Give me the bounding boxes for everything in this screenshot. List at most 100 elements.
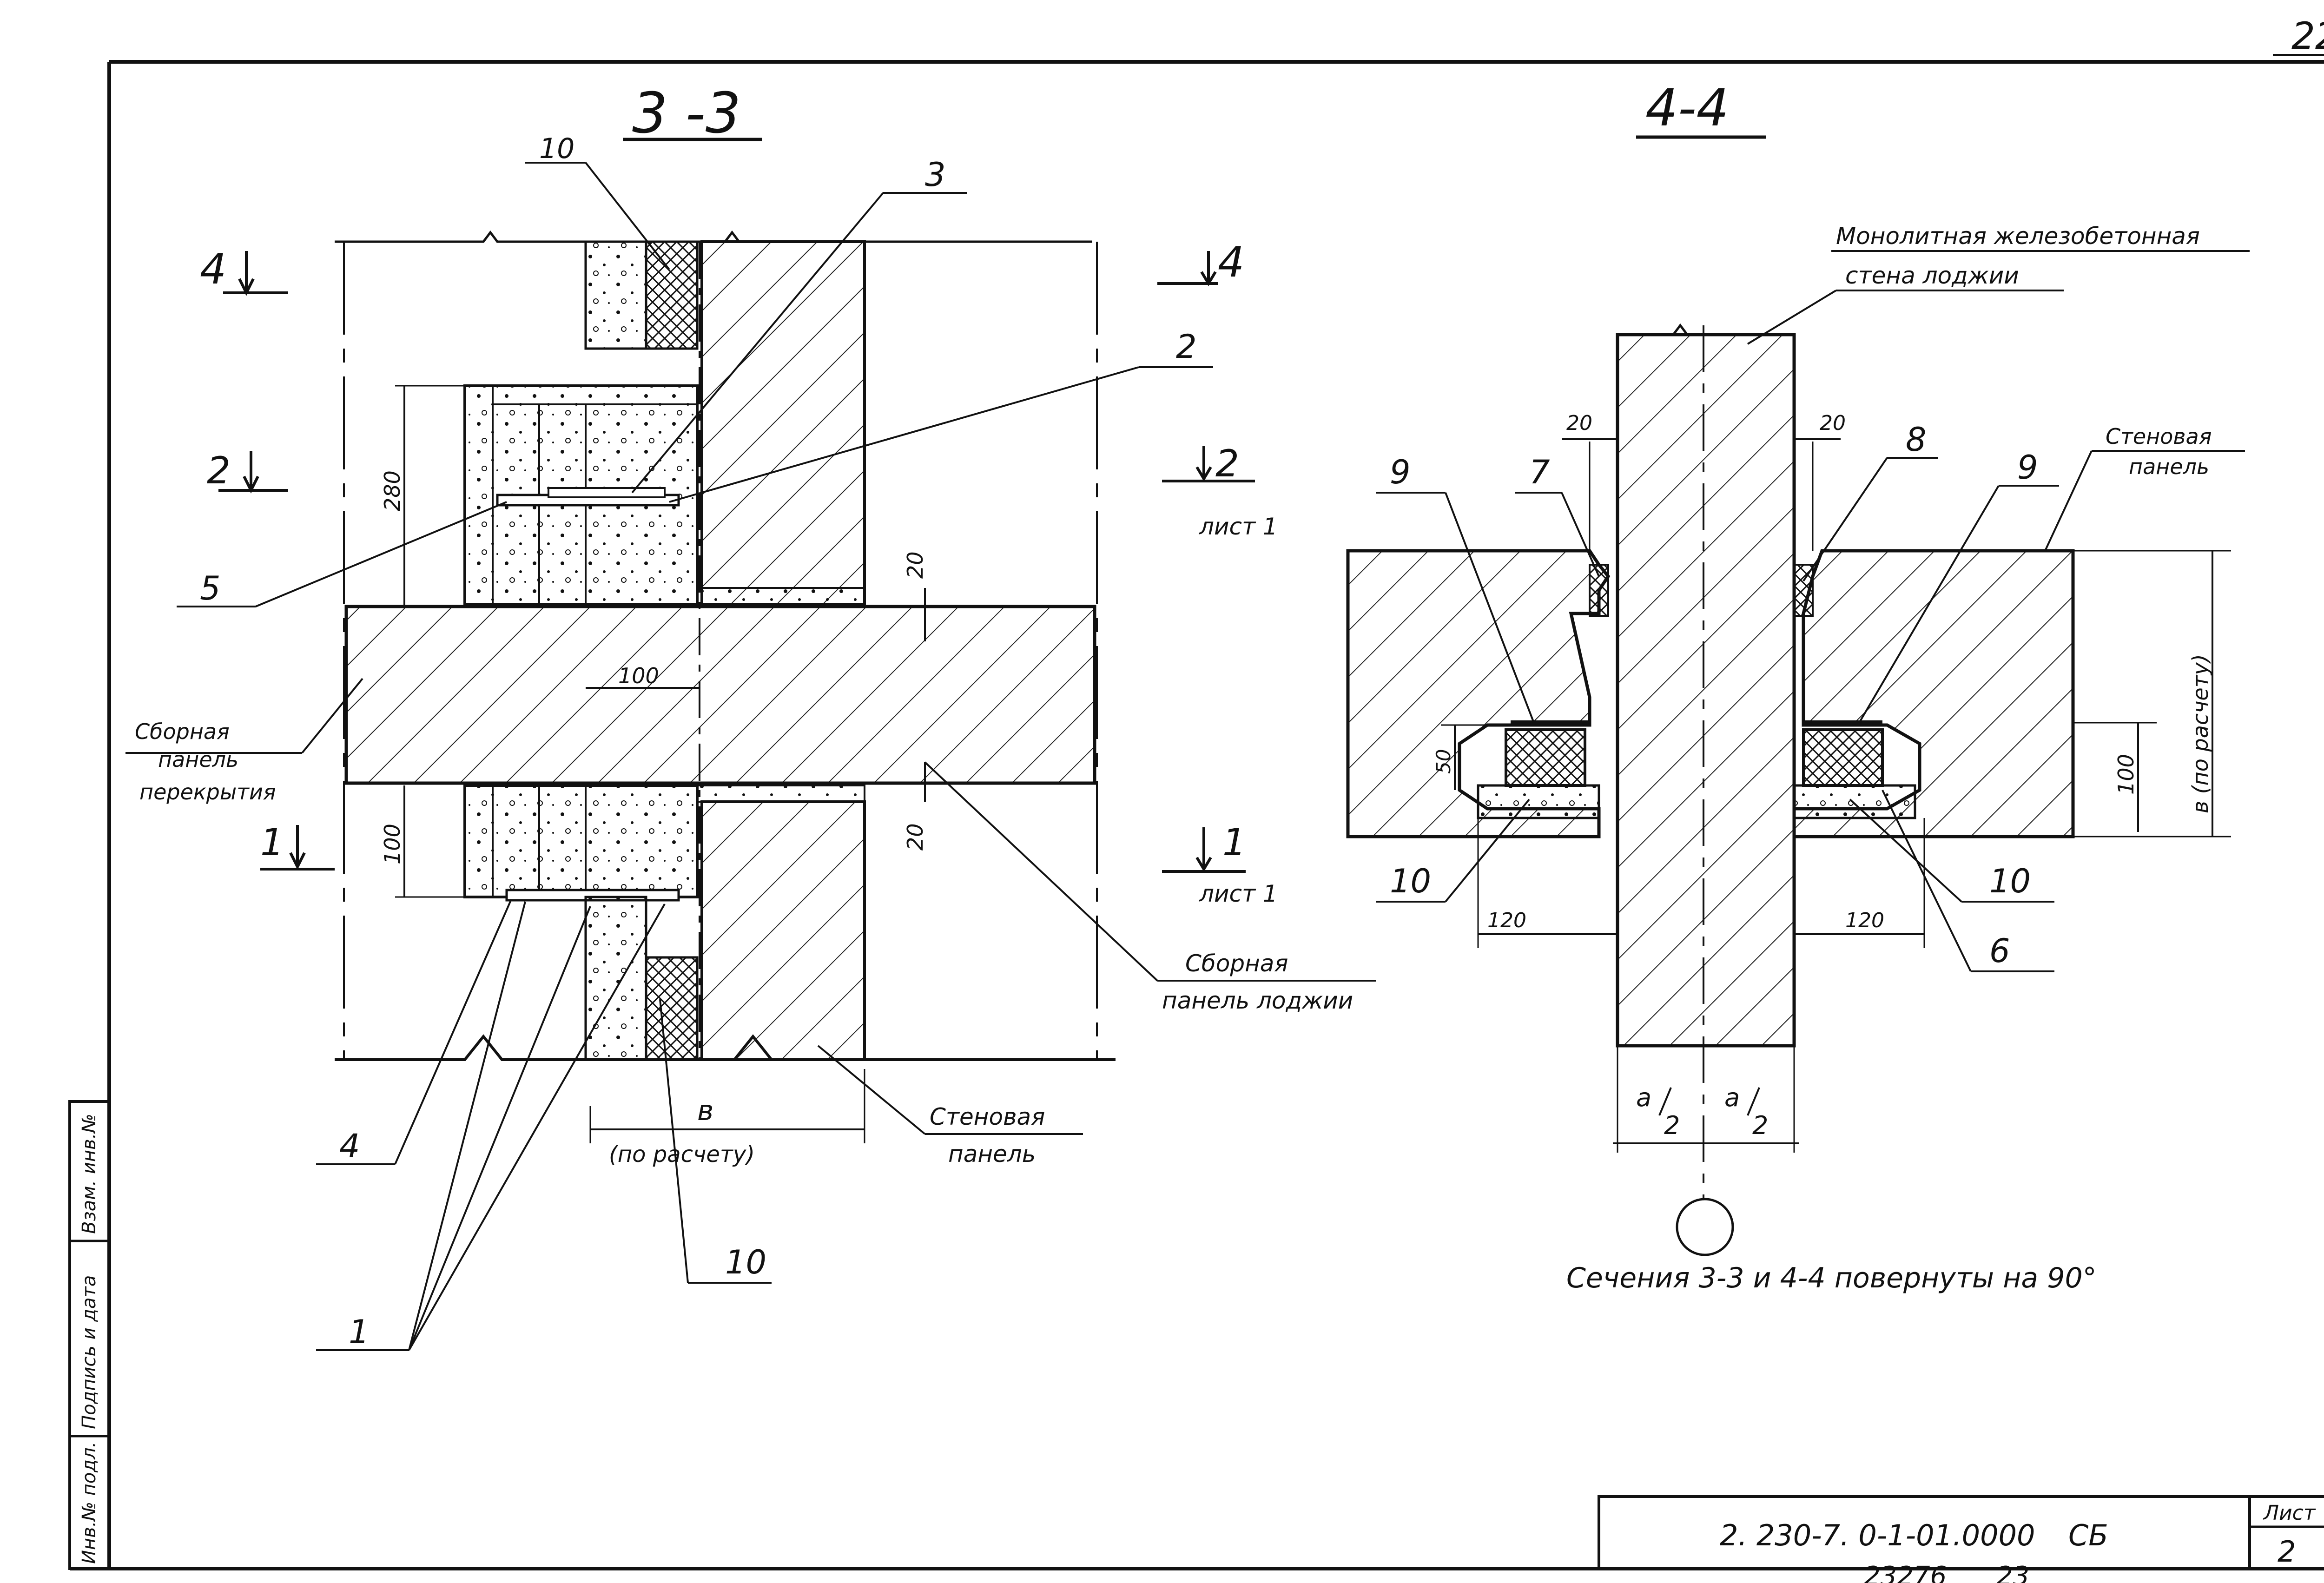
svg-text:1: 1	[349, 1313, 370, 1351]
section-44-title: 4-4	[1645, 78, 1729, 138]
svg-text:панель: панель	[948, 1141, 1036, 1167]
svg-text:10: 10	[1390, 862, 1431, 900]
upper-concrete-strip	[584, 240, 647, 350]
svg-text:6: 6	[1989, 932, 2010, 970]
callout-4: 4	[316, 899, 512, 1165]
callout-3: 3	[631, 156, 967, 494]
section-3-3: 3 -3	[125, 81, 1376, 1351]
rotation-note: Сечения 3-3 и 4-4 повернуты на 90°	[1566, 1262, 2097, 1294]
svg-text:в: в	[697, 1095, 713, 1127]
callout-9-right: 9	[1858, 449, 2059, 724]
left-mortar	[1477, 784, 1600, 819]
svg-text:5: 5	[200, 569, 221, 607]
svg-text:2: 2	[1752, 1111, 1768, 1140]
section-marker-1-left: 1	[260, 821, 335, 871]
svg-text:8: 8	[1906, 421, 1927, 459]
left-sealant	[1589, 564, 1609, 617]
drawing-code: 2. 230-7. 0-1-01.0000	[1720, 1518, 2035, 1552]
svg-text:1: 1	[260, 821, 284, 864]
svg-text:Сборная: Сборная	[1185, 950, 1288, 977]
svg-text:Стеновая: Стеновая	[2106, 424, 2212, 449]
stamp-podpis-data: Подпись и дата	[79, 1275, 100, 1429]
callout-7: 7	[1515, 453, 1600, 577]
svg-text:а: а	[1724, 1083, 1740, 1112]
label-wall-panel-44: Стеновая панель	[2044, 424, 2245, 551]
svg-text:100: 100	[380, 824, 405, 864]
svg-text:в (по расчету): в (по расчету)	[2188, 654, 2213, 813]
lower-insulation	[645, 956, 699, 1061]
sheet-number: 2	[2278, 1535, 2296, 1569]
svg-text:10: 10	[725, 1243, 766, 1281]
dim-20-lower: 20	[903, 762, 928, 851]
svg-text:Монолитная железобетонная: Монолитная железобетонная	[1836, 223, 2200, 250]
monolithic-wall	[1616, 333, 1796, 1048]
dim-50: 50	[1432, 724, 1506, 790]
stamp-inv-podl: Инв.№ подл.	[79, 1442, 100, 1564]
svg-text:120: 120	[1487, 909, 1526, 932]
svg-text:Стеновая: Стеновая	[930, 1103, 1045, 1130]
left-insulation	[1505, 728, 1586, 787]
floor-slab	[344, 605, 1096, 785]
svg-text:20: 20	[903, 823, 928, 851]
label-floor-panel: Сборная панель перекрытия	[125, 678, 363, 805]
svg-text:(по расчету): (по расчету)	[609, 1141, 755, 1167]
lower-concrete-strip	[584, 896, 647, 1061]
svg-text:Сборная: Сборная	[135, 719, 230, 744]
lower-wall-panel-hatch	[700, 800, 866, 1061]
section-marker-2-left: 2	[207, 449, 288, 494]
svg-text:20: 20	[903, 551, 928, 579]
svg-text:а: а	[1636, 1083, 1651, 1112]
dim-width-44: в (по расчету)	[2073, 550, 2231, 838]
section-4-4: 4-4 Монолитная железобетонная стена лодж…	[1346, 78, 2250, 1294]
right-insulation	[1802, 728, 1884, 787]
stamp-vzam-inv: Взам. инв.№	[79, 1114, 100, 1234]
upper-insulation	[645, 240, 699, 350]
dim-20-upper: 20	[903, 551, 928, 641]
side-stamp: Взам. инв.№ Подпись и дата Инв.№ подл.	[68, 1100, 111, 1570]
svg-text:4: 4	[1218, 238, 1244, 287]
svg-text:100: 100	[2113, 754, 2139, 795]
section-marker-4-left: 4	[200, 245, 288, 296]
callout-2: 2	[669, 328, 1213, 503]
svg-text:100: 100	[618, 663, 659, 688]
callout-8: 8	[1802, 421, 1938, 582]
svg-text:2: 2	[1176, 328, 1197, 366]
bottom-numbers: 23276 23	[1864, 1561, 2029, 1583]
dim-100-mid: 100	[586, 663, 700, 689]
dim-a-half: а 2 а 2	[1613, 1046, 1799, 1153]
svg-text:лист 1: лист 1	[1199, 513, 1278, 540]
callout-10-bottom: 10	[659, 999, 772, 1284]
svg-text:3: 3	[925, 156, 946, 194]
dim-100-44: 100	[2073, 722, 2157, 832]
section-33-title: 3 -3	[632, 81, 741, 146]
section-marker-2-right: 2 лист 1	[1162, 442, 1278, 540]
callout-10-top: 10	[525, 132, 670, 270]
mortar-joint-upper	[696, 587, 865, 605]
callout-10-right-44: 10	[1849, 798, 2054, 903]
section-marker-4-right: 4	[1157, 238, 1244, 287]
svg-text:10: 10	[539, 132, 574, 165]
svg-text:лист 1: лист 1	[1199, 880, 1278, 907]
svg-text:280: 280	[380, 470, 405, 511]
dim-20-right-44: 20	[1794, 411, 1846, 551]
callout-10-left-44: 10	[1376, 798, 1530, 903]
svg-text:50: 50	[1432, 749, 1455, 774]
svg-text:4: 4	[200, 245, 226, 294]
svg-text:20: 20	[1566, 411, 1592, 435]
svg-text:9: 9	[2017, 449, 2038, 487]
svg-text:1: 1	[1222, 821, 1246, 864]
svg-text:2: 2	[207, 449, 231, 492]
dim-120-right: 120	[1794, 818, 1925, 948]
svg-text:перекрытия: перекрытия	[139, 779, 276, 805]
svg-text:панель лоджии: панель лоджии	[1162, 987, 1353, 1014]
label-loggia-panel: Сборная панель лоджии	[924, 761, 1376, 1014]
callout-6: 6	[1882, 790, 2054, 972]
svg-text:2: 2	[1215, 442, 1239, 485]
svg-text:9: 9	[1390, 453, 1411, 491]
section-marker-1-right: 1 лист 1	[1162, 821, 1278, 907]
page-number: 22	[2291, 14, 2324, 58]
label-monolithic-wall: Монолитная железобетонная стена лоджии	[1747, 223, 2250, 345]
mortar-joint-lower	[696, 785, 865, 803]
dim-width: в (по расчету)	[589, 1069, 865, 1167]
